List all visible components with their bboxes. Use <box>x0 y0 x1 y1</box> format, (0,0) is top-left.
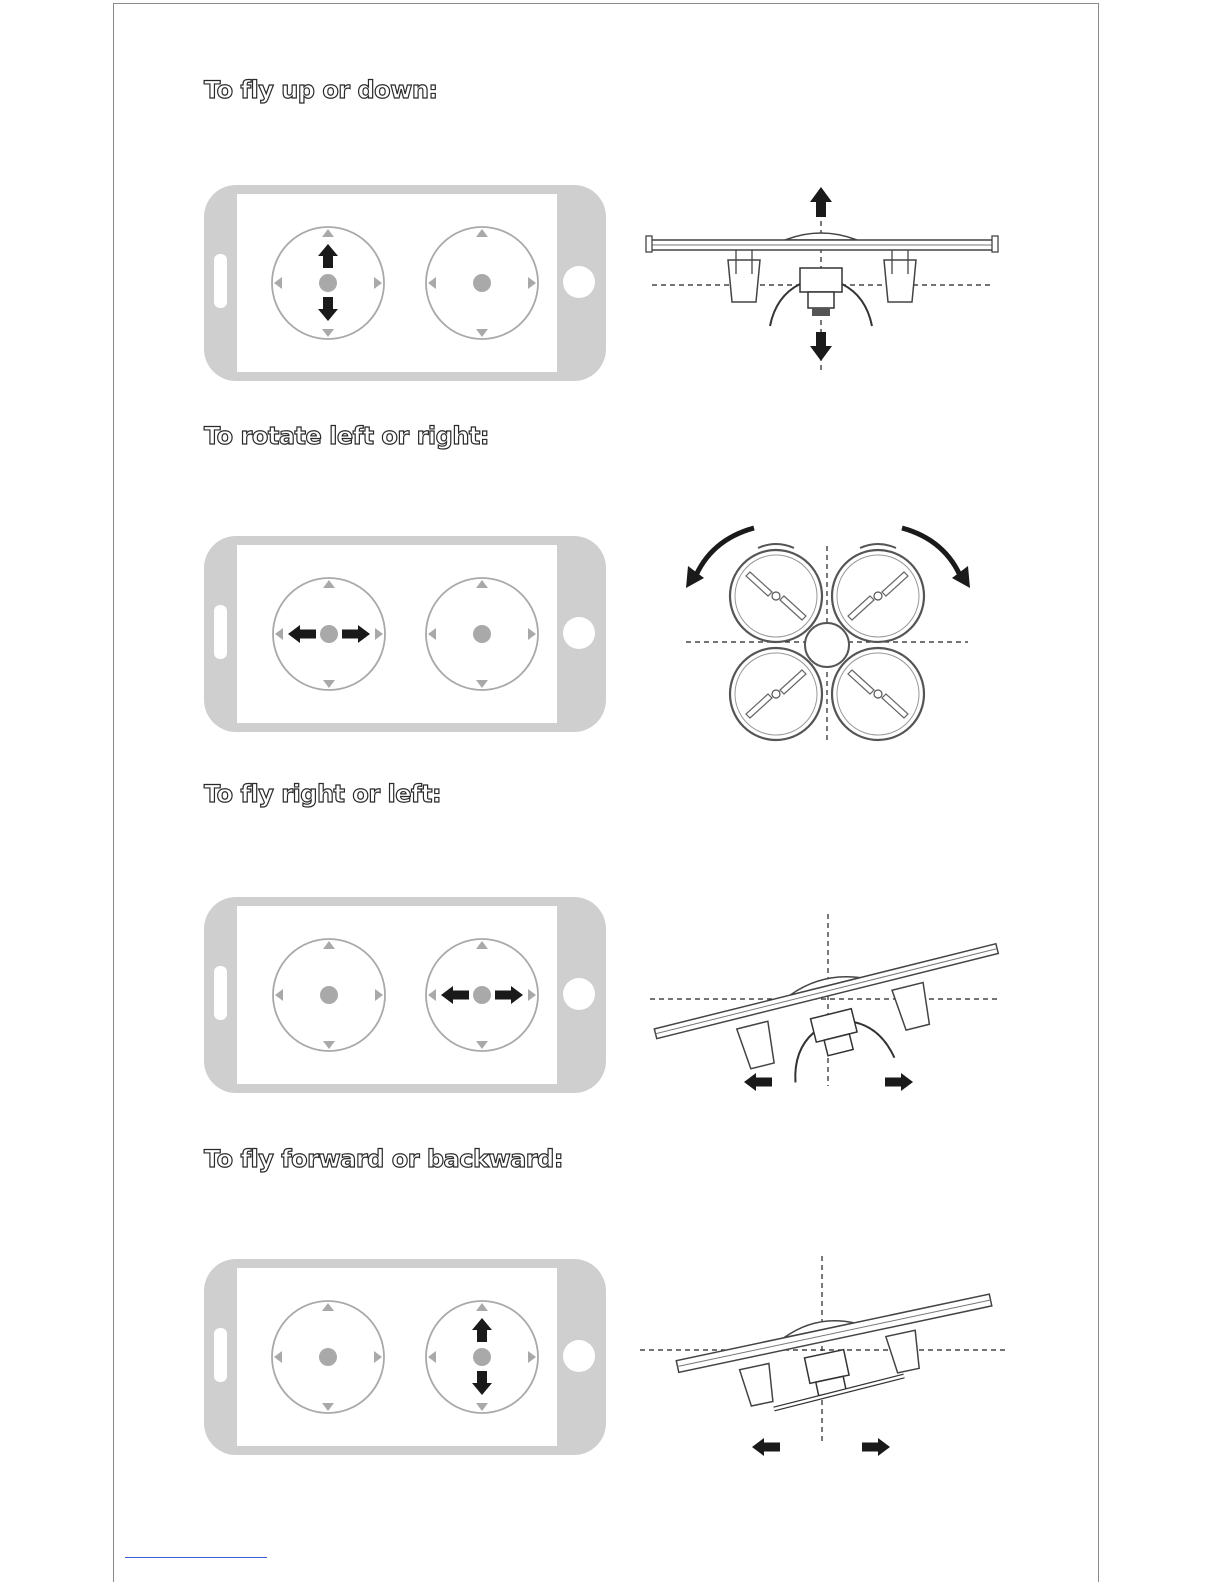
left-joystick <box>272 227 384 339</box>
phone-controller-rotate <box>203 535 609 735</box>
left-joystick <box>273 939 385 1051</box>
arrow-left-icon <box>744 1073 772 1091</box>
footer-link-underline <box>125 1557 267 1558</box>
phone-controller-forward-backward <box>203 1258 609 1458</box>
left-joystick <box>273 578 385 690</box>
arrow-up-icon <box>810 187 832 217</box>
heading-fly-up-down: To fly up or down: <box>204 76 438 104</box>
heading-fly-right-left: To fly right or left: <box>204 780 441 808</box>
heading-fly-forward-backward: To fly forward or backward: <box>204 1145 563 1173</box>
heading-rotate-left-right: To rotate left or right: <box>204 422 489 450</box>
left-joystick <box>272 1301 384 1413</box>
drone-top-view-rotate <box>672 518 982 750</box>
right-joystick <box>426 227 538 339</box>
arrow-down-icon <box>810 332 832 361</box>
phone-controller-right-left <box>203 896 609 1096</box>
right-joystick <box>426 578 538 690</box>
drone-side-view-tilted-lateral <box>640 910 1010 1100</box>
arrow-right-icon <box>885 1073 913 1091</box>
drone-angled-view-forward <box>636 1254 1010 1464</box>
arrow-left-icon <box>752 1438 780 1456</box>
right-joystick <box>426 939 538 1051</box>
drone-side-view-vertical <box>640 184 1010 379</box>
arrow-right-icon <box>862 1438 890 1456</box>
phone-controller-up-down <box>203 184 609 384</box>
right-joystick <box>426 1301 538 1413</box>
